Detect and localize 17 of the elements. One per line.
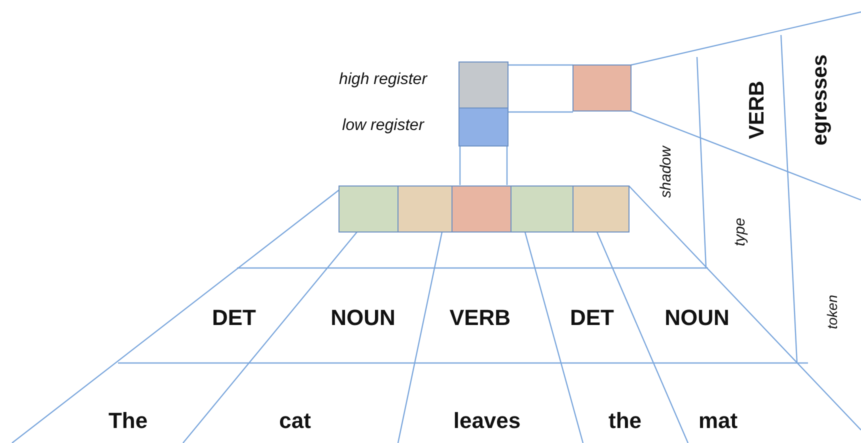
- word-label: mat: [698, 410, 738, 432]
- axis-label: type: [732, 218, 748, 246]
- word-label: The: [108, 410, 148, 432]
- word-label: DET: [570, 307, 614, 329]
- axis-label: token: [825, 294, 839, 330]
- axis-label: VERB: [746, 80, 768, 140]
- register-label: low register: [342, 118, 424, 134]
- axis-label: egresses: [810, 54, 830, 146]
- word-label: cat: [279, 410, 311, 432]
- word-label: leaves: [453, 410, 521, 432]
- word-label: NOUN: [664, 307, 730, 329]
- word-label: the: [608, 410, 642, 432]
- word-label: NOUN: [330, 307, 396, 329]
- register-label: high register: [338, 72, 428, 88]
- axis-label: shadow: [658, 146, 674, 198]
- word-label: VERB: [449, 307, 511, 329]
- word-label: DET: [212, 307, 256, 329]
